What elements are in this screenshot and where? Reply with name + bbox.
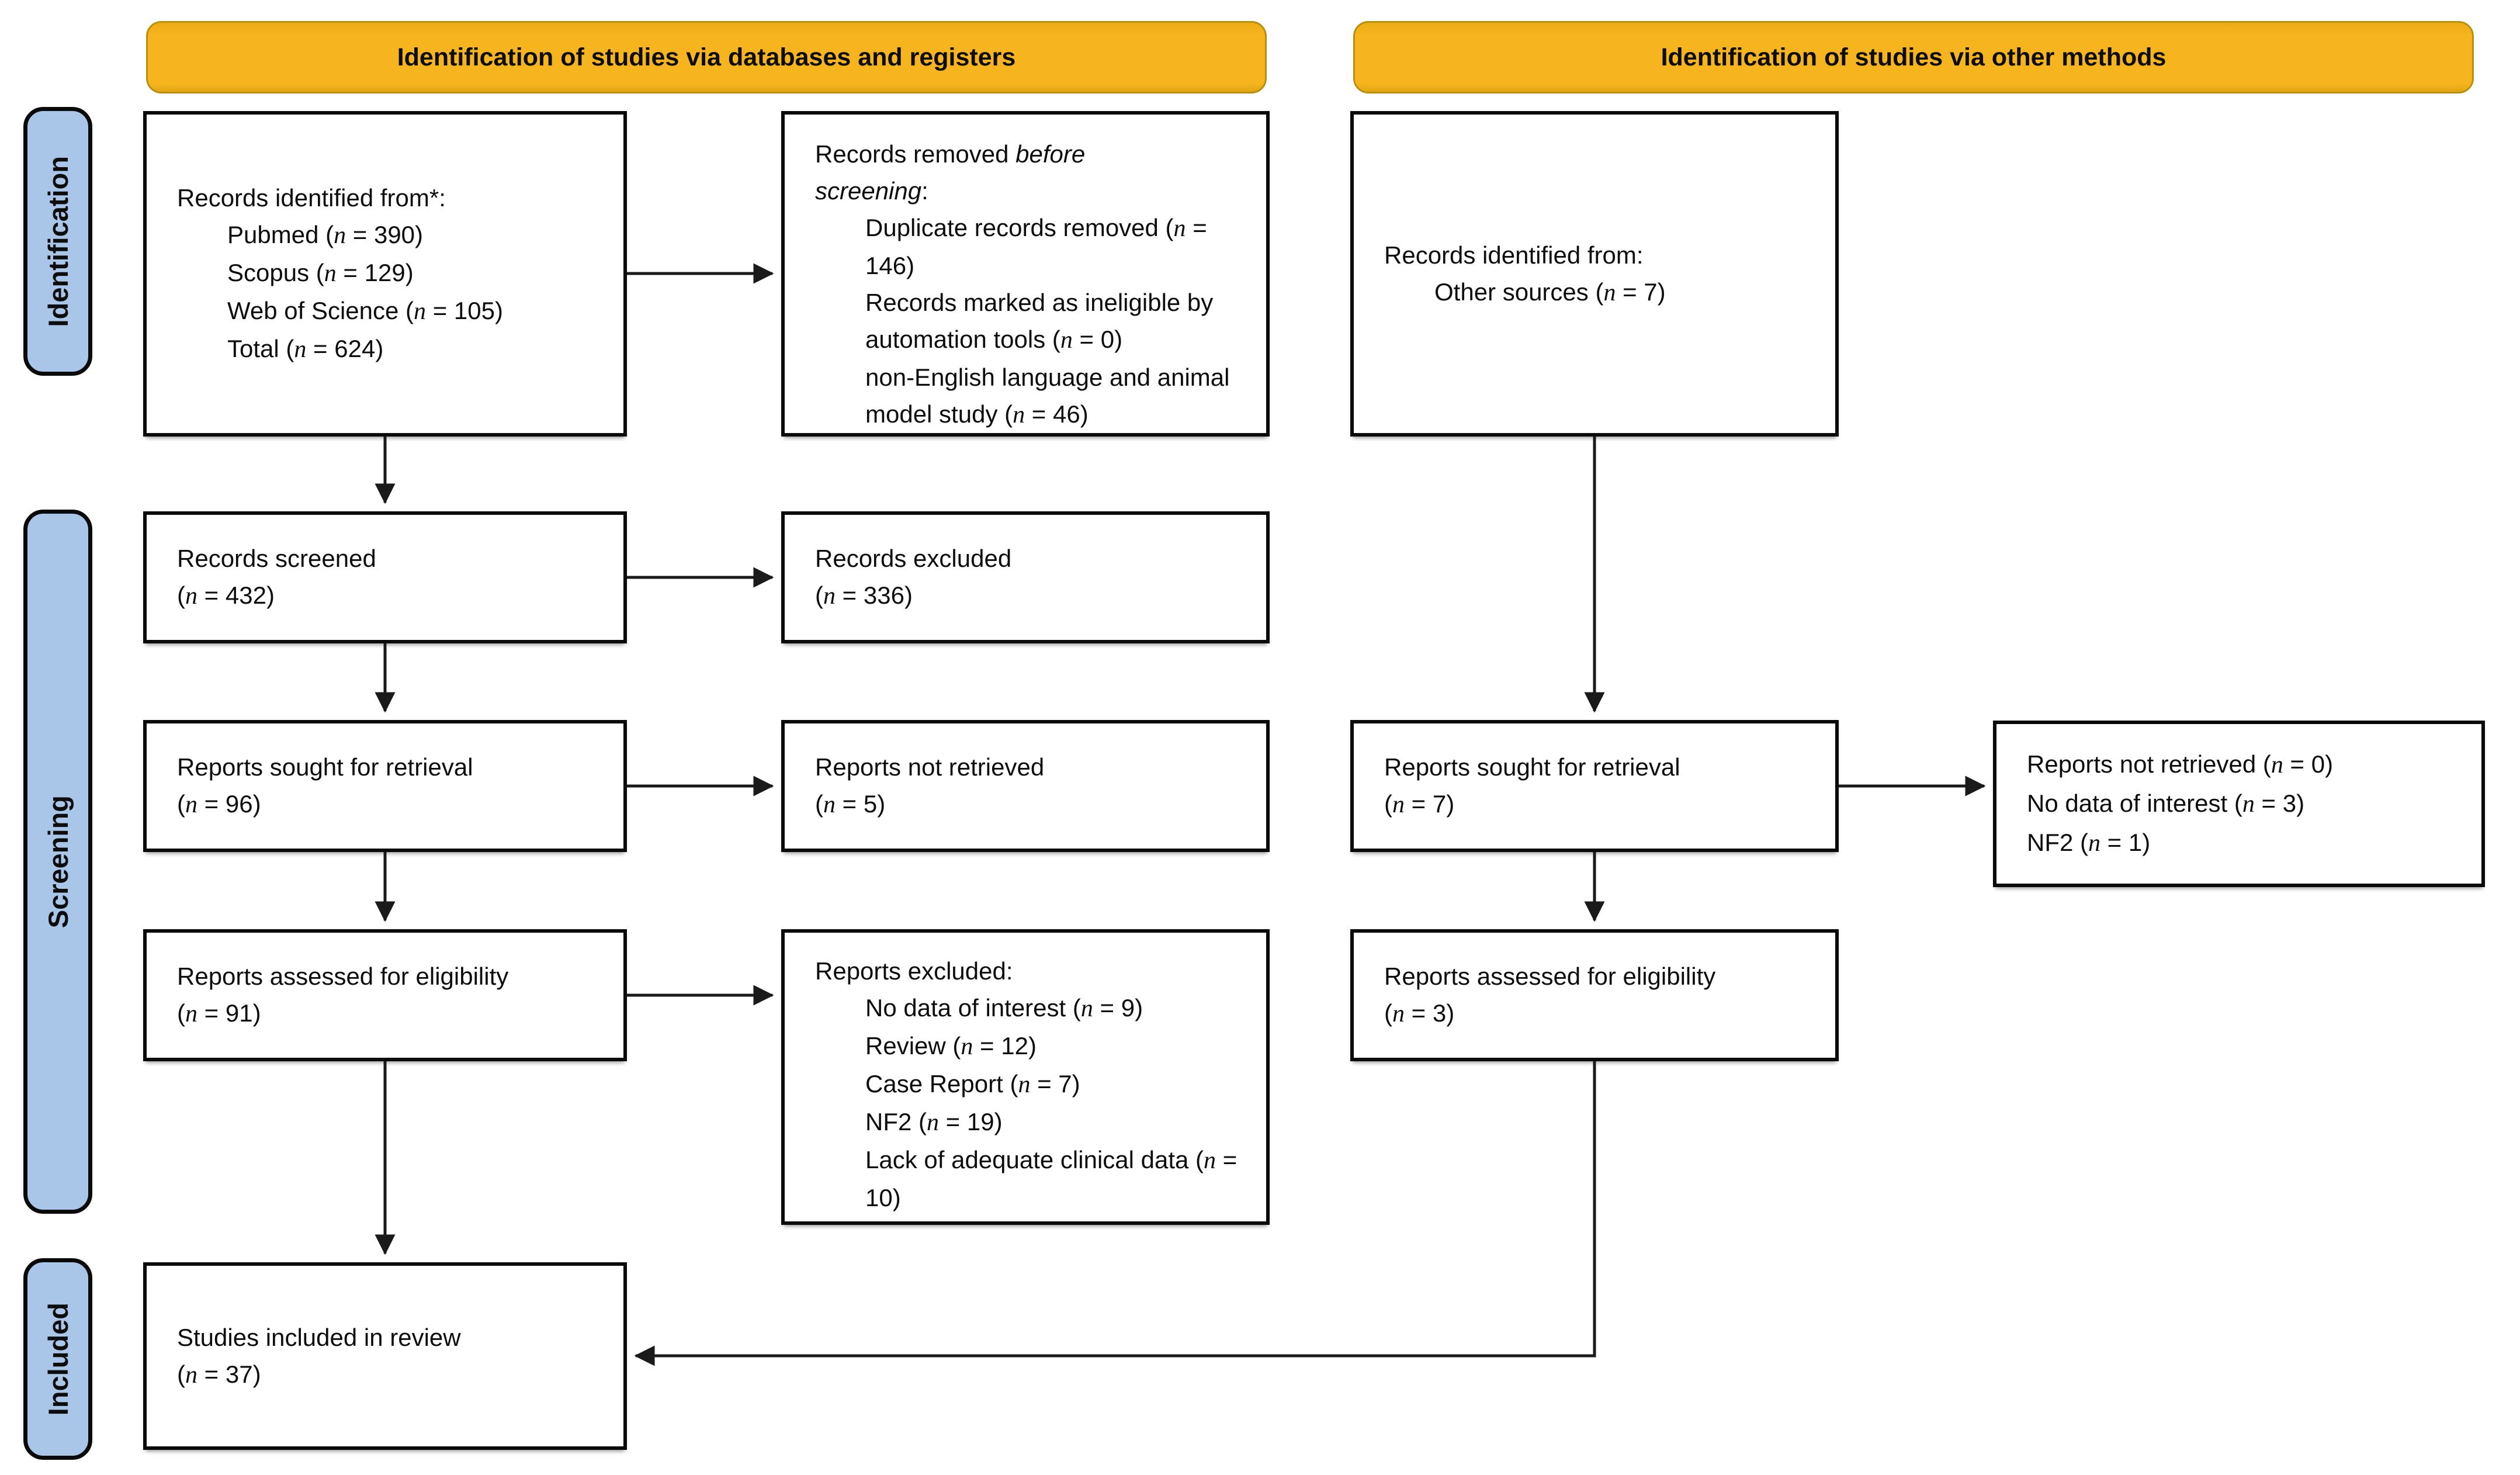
phase-label-included: Included <box>23 1258 92 1460</box>
box-line: No data of interest (n = 3) <box>2027 790 2305 818</box>
box-line: NF2 (n = 1) <box>2027 829 2151 857</box>
box-line: Reports assessed for eligibility <box>1384 962 1716 990</box>
list-item: No data of interest (n = 9) <box>865 994 1143 1022</box>
box-line: Reports not retrieved (n = 0) <box>2027 750 2334 778</box>
list-item: Scopus (n = 129) <box>227 259 414 287</box>
list-item: Records marked as ineligible by automati… <box>865 289 1214 354</box>
phase-label-screening-text: Screening <box>42 795 74 929</box>
phase-label-identification: Identification <box>23 107 92 376</box>
box-title: Records identified from: <box>1384 241 1644 269</box>
box-line: (n = 5) <box>815 790 886 818</box>
box-title: Records removed before screening: <box>815 140 1086 205</box>
box-reports-sought-databases: Reports sought for retrieval (n = 96) <box>143 720 627 852</box>
box-reports-sought-other: Reports sought for retrieval (n = 7) <box>1350 720 1839 852</box>
box-reports-assessed-databases: Reports assessed for eligibility (n = 91… <box>143 929 627 1061</box>
box-studies-included: Studies included in review (n = 37) <box>143 1262 627 1450</box>
list-item: non-English language and animal model st… <box>865 363 1230 428</box>
box-line: Reports sought for retrieval <box>177 753 473 781</box>
box-line: (n = 336) <box>815 581 913 610</box>
list-item: Web of Science (n = 105) <box>227 297 503 325</box>
box-reports-excluded: Reports excluded: No data of interest (n… <box>781 929 1270 1225</box>
box-line: (n = 96) <box>177 790 261 818</box>
box-line: Reports not retrieved <box>815 753 1045 781</box>
box-reports-not-retrieved-other: Reports not retrieved (n = 0) No data of… <box>1993 721 2485 887</box>
list-item: Total (n = 624) <box>227 335 384 363</box>
box-line: (n = 91) <box>177 999 261 1027</box>
box-line: Records excluded <box>815 545 1012 572</box>
box-reports-assessed-other: Reports assessed for eligibility (n = 3) <box>1350 929 1839 1061</box>
list-item: NF2 (n = 19) <box>865 1108 1003 1136</box>
list-item: Case Report (n = 7) <box>865 1070 1080 1098</box>
list-item: Duplicate records removed (n = 146) <box>865 214 1207 279</box>
box-records-removed-before-screening: Records removed before screening: Duplic… <box>781 111 1270 437</box>
list-item: Other sources (n = 7) <box>1434 278 1666 306</box>
box-line: (n = 432) <box>177 581 275 610</box>
list-item: Lack of adequate clinical data (n = 10) <box>865 1146 1238 1211</box>
box-line: Reports sought for retrieval <box>1384 753 1680 781</box>
box-line: Studies included in review <box>177 1323 461 1351</box>
list-item: Review (n = 12) <box>865 1032 1037 1060</box>
box-line: Records screened <box>177 545 376 572</box>
banner-databases-registers: Identification of studies via databases … <box>146 21 1267 94</box>
phase-label-screening: Screening <box>23 510 92 1214</box>
box-reports-not-retrieved-databases: Reports not retrieved (n = 5) <box>781 720 1270 852</box>
box-title: Reports excluded: <box>815 957 1013 985</box>
box-line: (n = 3) <box>1384 999 1455 1027</box>
box-records-excluded: Records excluded (n = 336) <box>781 511 1270 643</box>
list-item: Pubmed (n = 390) <box>227 221 424 249</box>
box-title: Records identified from*: <box>177 184 446 212</box>
box-records-identified-databases: Records identified from*: Pubmed (n = 39… <box>143 111 627 437</box>
box-line: (n = 7) <box>1384 790 1455 818</box>
box-records-screened: Records screened (n = 432) <box>143 511 627 643</box>
banner-other-methods: Identification of studies via other meth… <box>1353 21 2474 94</box>
box-line: (n = 37) <box>177 1360 261 1389</box>
phase-label-identification-text: Identification <box>42 155 74 327</box>
phase-label-included-text: Included <box>42 1302 74 1416</box>
box-line: Reports assessed for eligibility <box>177 962 509 990</box>
box-records-identified-other: Records identified from: Other sources (… <box>1350 111 1839 437</box>
